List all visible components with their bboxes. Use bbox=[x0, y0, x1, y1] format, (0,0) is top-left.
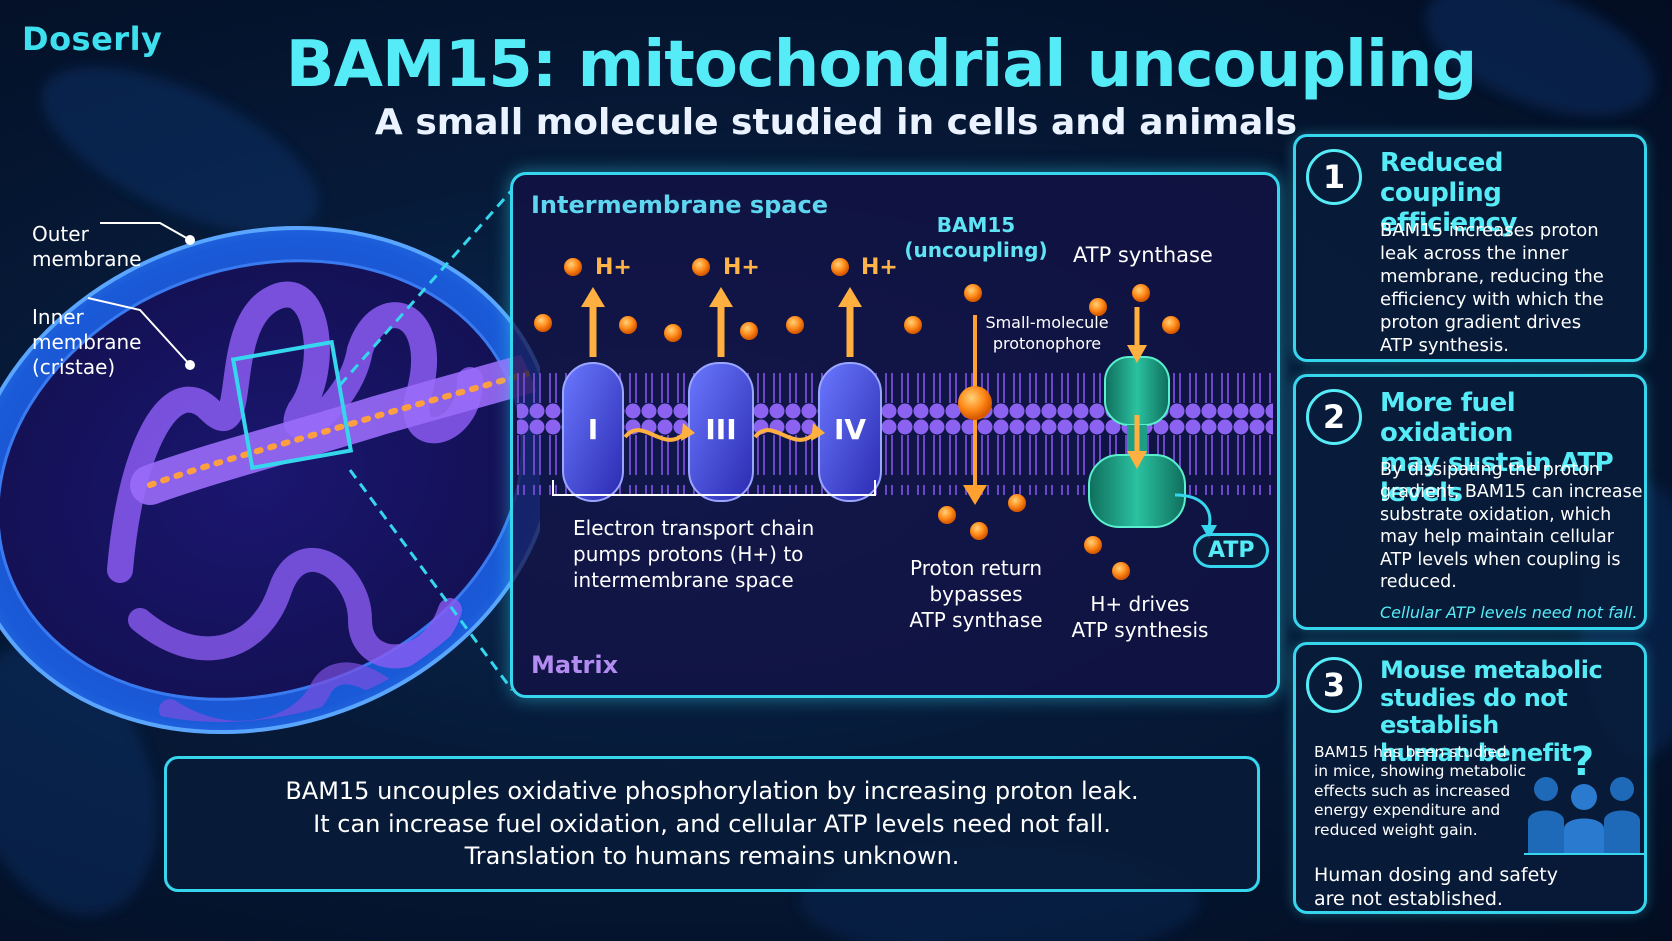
complex-I bbox=[562, 362, 624, 502]
proton-label-1: H+ bbox=[595, 255, 632, 280]
mitochondrion-illustration bbox=[0, 222, 540, 743]
card-number-3: 3 bbox=[1306, 657, 1362, 713]
people-question-icon bbox=[1524, 777, 1644, 855]
atp-synthase-shape bbox=[1088, 307, 1217, 539]
card-reduced-coupling: 1 Reduced coupling efficiency BAM15 incr… bbox=[1293, 134, 1647, 362]
atp-badge: ATP bbox=[1193, 533, 1270, 568]
card-number-2: 2 bbox=[1306, 389, 1362, 445]
protonophore-label: Small-molecule protonophore bbox=[985, 313, 1109, 353]
card-fuel-oxidation: 2 More fuel oxidation may sustain ATP le… bbox=[1293, 374, 1647, 630]
inner-membrane-label: Inner membrane (cristae) bbox=[32, 305, 142, 379]
hplus-drives-label: H+ drives ATP synthesis bbox=[1071, 592, 1209, 642]
complex-label-III: III bbox=[705, 413, 737, 446]
card-body-3: BAM15 has been studied in mice, showing … bbox=[1314, 743, 1526, 839]
summary-line-2: It can increase fuel oxidation, and cell… bbox=[313, 809, 1111, 838]
proton-label-2: H+ bbox=[723, 255, 760, 280]
protons bbox=[534, 258, 1180, 580]
pump-arrow-1 bbox=[581, 287, 605, 357]
membrane-zoom-panel: Intermembrane space Matrix H+ H+ H+ I II… bbox=[510, 172, 1280, 698]
bam15-proton-path bbox=[958, 315, 992, 505]
card-number-1: 1 bbox=[1306, 149, 1362, 205]
summary-line-3: Translation to humans remains unknown. bbox=[464, 842, 960, 871]
page-subtitle: A small molecule studied in cells and an… bbox=[374, 102, 1298, 143]
card-title-3: Mouse metabolic studies do not establish… bbox=[1380, 656, 1603, 767]
card-body-1: BAM15 increases proton leak across the i… bbox=[1380, 220, 1604, 357]
etc-caption: Electron transport chain pumps protons (… bbox=[573, 516, 815, 592]
card-footer-3: Human dosing and safety are not establis… bbox=[1314, 864, 1558, 911]
summary-line-1: BAM15 uncouples oxidative phosphorylatio… bbox=[285, 777, 1139, 806]
zoom-box bbox=[230, 339, 354, 471]
complex-label-IV: IV bbox=[833, 413, 867, 446]
card-mouse-studies: 3 Mouse metabolic studies do not establi… bbox=[1293, 642, 1647, 914]
atp-synthase-label: ATP synthase bbox=[1073, 243, 1213, 267]
bam15-label: BAM15 (uncoupling) bbox=[904, 213, 1048, 262]
card-body-2: By dissipating the proton gradient, BAM1… bbox=[1380, 460, 1643, 592]
summary-box: BAM15 uncouples oxidative phosphorylatio… bbox=[164, 756, 1260, 892]
etc-bracket bbox=[552, 480, 876, 496]
pump-arrow-3 bbox=[838, 287, 862, 357]
proton-return-label: Proton return bypasses ATP synthase bbox=[909, 556, 1043, 632]
brand-logo: Doserly bbox=[22, 20, 163, 58]
complex-label-I: I bbox=[587, 413, 599, 446]
membrane-diagram bbox=[517, 258, 1273, 580]
card-title-2: More fuel oxidation may sustain ATP leve… bbox=[1380, 388, 1614, 508]
question-mark-icon: ? bbox=[1571, 739, 1595, 785]
outer-membrane-label: Outer membrane bbox=[32, 222, 142, 271]
proton-label-3: H+ bbox=[861, 255, 898, 280]
page-title: BAM15: mitochondrial uncoupling bbox=[285, 28, 1478, 102]
matrix-label: Matrix bbox=[531, 651, 619, 679]
pump-arrow-2 bbox=[709, 287, 733, 357]
card-note-2: Cellular ATP levels need not fall. bbox=[1380, 603, 1638, 622]
intermembrane-space-label: Intermembrane space bbox=[531, 191, 828, 219]
card-title-1: Reduced coupling efficiency bbox=[1380, 148, 1518, 238]
